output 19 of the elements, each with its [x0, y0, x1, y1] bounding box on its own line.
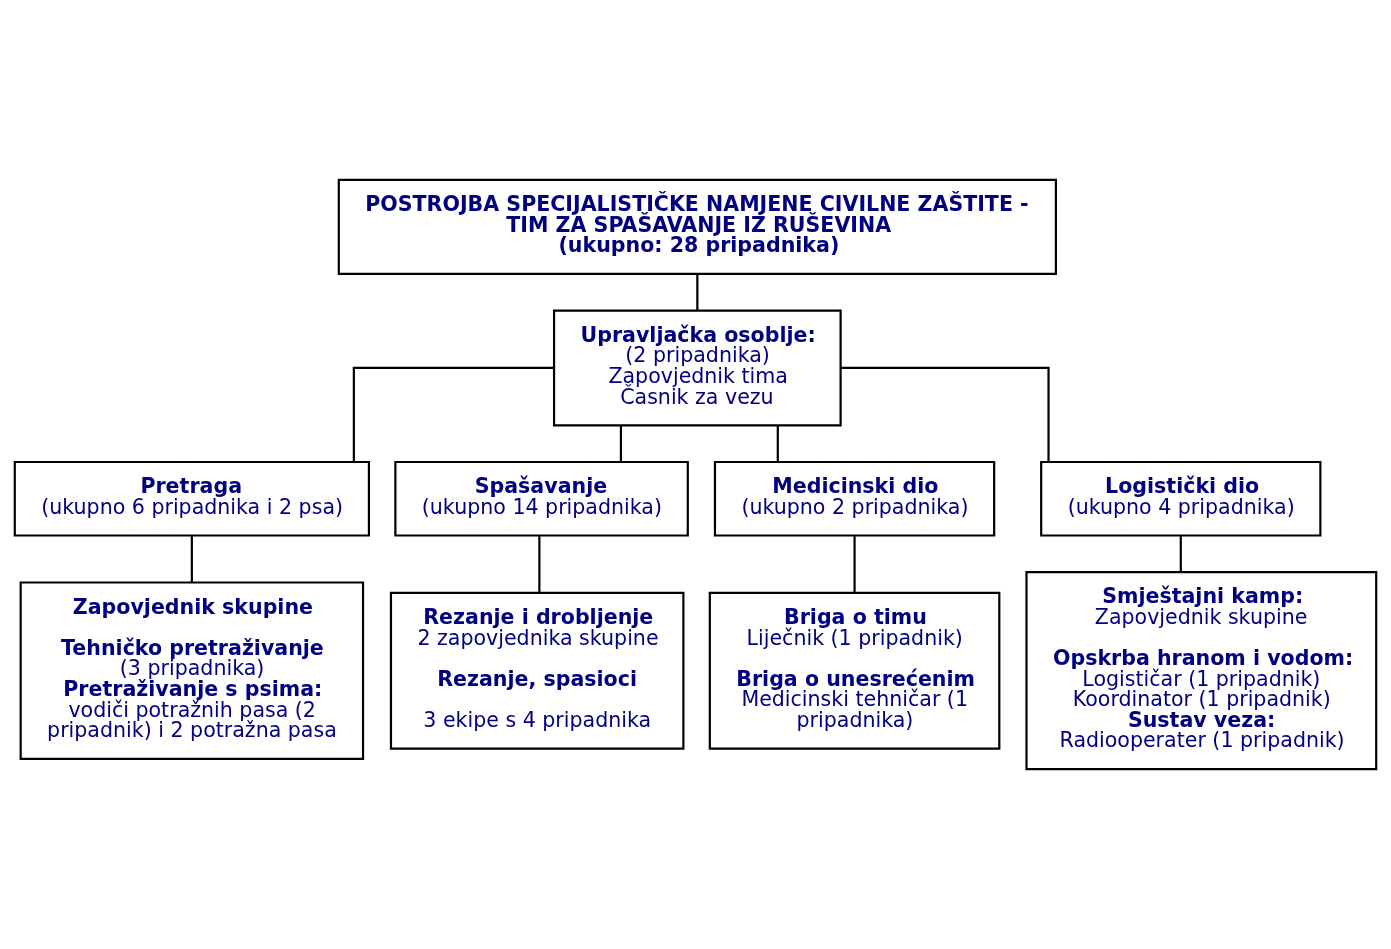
node-box: Zapovjednik skupine Tehničko pretraživanje (3 pripadnika) Pretraživanje s psima: vodiči potražnih pasa (2 pripadnik) i 2 potražna pasa	[19, 581, 365, 760]
connector	[619, 425, 623, 462]
connector	[190, 535, 193, 583]
node-box: Medicinski dio (ukupno 2 pripadnika)	[713, 460, 996, 537]
node-box: Briga o timu Liječnik (1 pripadnik) Briga o unesrećenim Medicinski tehničar (1 pripadnika)	[708, 591, 1001, 750]
node-box: Smještajni kamp: Zapovjednik skupine Opskrba hranom i vodom: Logističar (1 pripadnik) Koordinator (1 pripadnik) Sustav veza: Radiooperater (1 pripadnik)	[1025, 571, 1378, 771]
node-box: Pretraga (ukupno 6 pripadnika i 2 psa)	[13, 460, 371, 537]
connector	[696, 274, 699, 311]
connector	[853, 535, 856, 593]
connector	[538, 535, 541, 593]
connector	[840, 366, 1050, 462]
node-box: Upravljačka osoblje: (2 pripadnika) Zapovjednik tima Časnik za vezu	[552, 309, 842, 427]
connector	[1179, 535, 1182, 572]
node-box: POSTROJBA SPECIJALISTIČKE NAMJENE CIVILNE ZAŠTITE - TIM ZA SPAŠAVANJE IZ RUŠEVINA (ukupno: 28 pripadnika)	[337, 178, 1057, 276]
node-box: Spašavanje (ukupno 14 pripadnika)	[394, 460, 689, 537]
node-box: Logistički dio (ukupno 4 pripadnika)	[1040, 460, 1322, 537]
connector	[352, 366, 554, 462]
connector	[776, 425, 779, 462]
node-box: Rezanje i drobljenje 2 zapovjednika skupine Rezanje, spasioci 3 ekipe s 4 pripadnika	[389, 591, 685, 750]
